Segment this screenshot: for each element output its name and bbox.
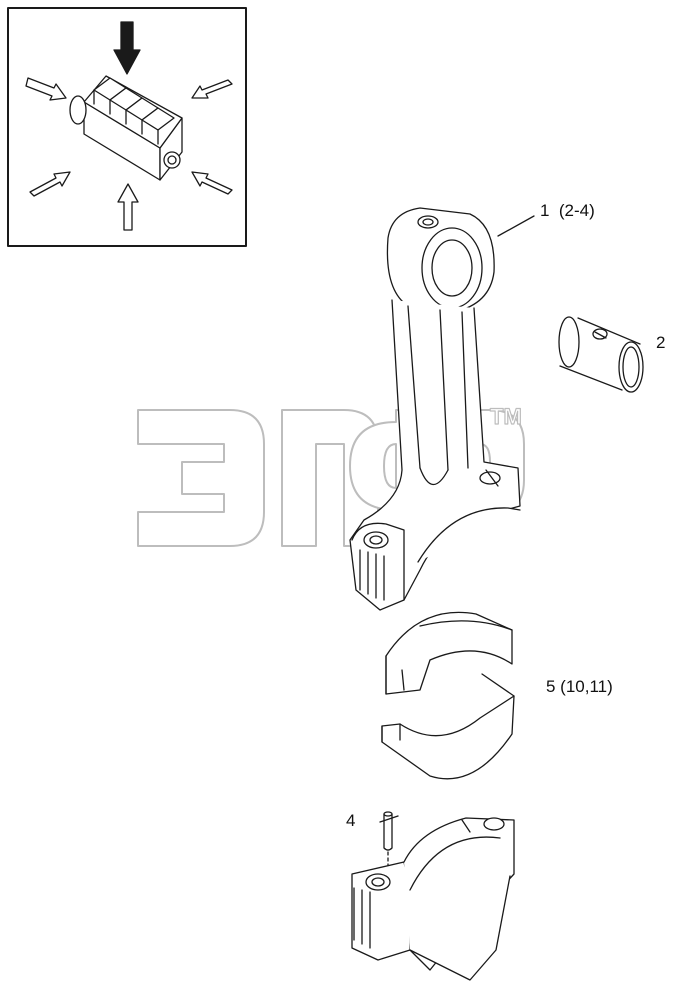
callout-bushing: 2 <box>656 333 665 352</box>
arrow-left-icon <box>191 79 233 99</box>
arrow-up-icon <box>117 183 139 231</box>
watermark-tm: TM <box>490 404 522 429</box>
inset-frame <box>7 7 247 247</box>
bearing-shells-drawing <box>381 611 515 780</box>
orientation-inset <box>7 7 247 247</box>
callout-shells: 5 (10,11) <box>546 677 613 696</box>
arrow-up-left-icon <box>191 171 233 195</box>
rod-cap-drawing <box>351 817 515 981</box>
engine-block-icon <box>69 75 183 181</box>
connecting-rod-drawing <box>349 207 521 611</box>
arrow-down-icon <box>113 21 141 75</box>
dowel-pin-drawing <box>379 811 399 867</box>
bushing-drawing <box>558 316 644 393</box>
arrow-up-right-icon <box>29 171 71 197</box>
callout-rod: 1 (2-4) <box>540 201 595 220</box>
leader-line-rod <box>497 215 535 237</box>
callout-pin: 4 <box>346 811 355 830</box>
arrow-right-icon <box>25 77 67 101</box>
